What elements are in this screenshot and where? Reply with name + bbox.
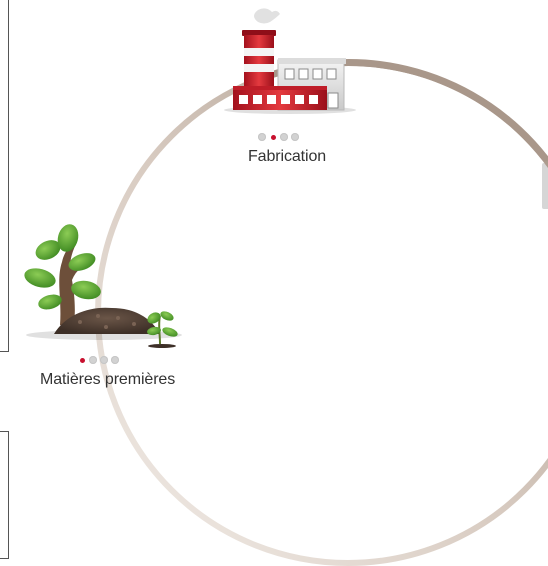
raw-materials-carousel-dots [78,356,119,364]
fabrication-carousel-dots [258,133,299,141]
carousel-dot-active[interactable] [79,357,85,363]
carousel-dot[interactable] [111,356,119,364]
factory-icon[interactable] [224,8,356,114]
scroll-handle[interactable] [542,163,548,209]
carousel-dot[interactable] [258,133,266,141]
carousel-dot[interactable] [89,356,97,364]
left-panel-frame-bottom [0,431,9,559]
carousel-dot-active[interactable] [270,134,276,140]
stage-label-raw-materials[interactable]: Matières premières [40,371,176,388]
carousel-dot[interactable] [100,356,108,364]
carousel-dot[interactable] [291,133,299,141]
stage-label-fabrication[interactable]: Fabrication [248,148,327,165]
tree-and-soil-icon[interactable] [22,222,182,348]
carousel-dot[interactable] [280,133,288,141]
left-panel-frame-top [0,0,9,352]
